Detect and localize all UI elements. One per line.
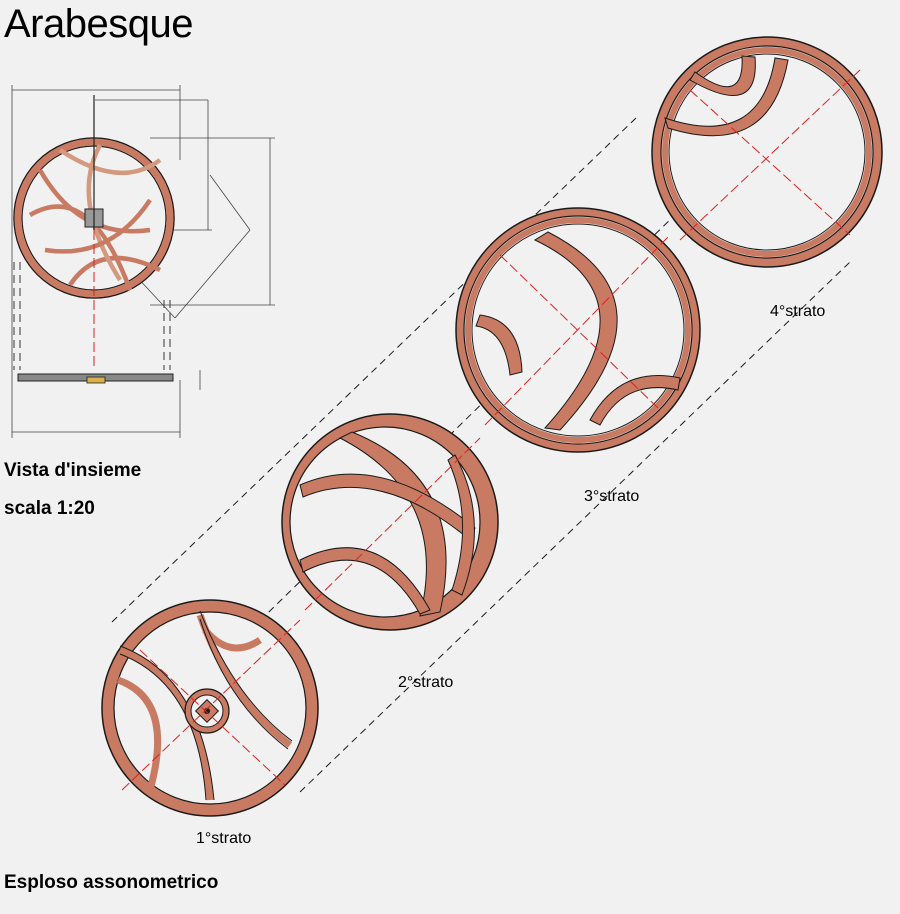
hidden-lines	[13, 262, 171, 370]
layer-2-disc	[281, 413, 499, 631]
overview-caption-line1: Vista d'insieme	[4, 460, 142, 481]
page-title: Arabesque	[4, 2, 193, 46]
exploded-caption: Esploso assonometrico	[4, 872, 219, 893]
layer-label-2: 2°strato	[398, 674, 454, 691]
base-connector	[86, 376, 106, 384]
layer-4-disc	[651, 36, 883, 268]
layer-1-disc	[101, 599, 319, 817]
overview-drawing	[11, 85, 275, 438]
overview-caption-line2: scala 1:20	[4, 498, 95, 519]
layer-label-4: 4°strato	[770, 303, 826, 320]
layer-3-disc	[455, 207, 701, 453]
layer-label-1: 1°strato	[196, 830, 252, 847]
layer-label-3: 3°strato	[584, 488, 640, 505]
